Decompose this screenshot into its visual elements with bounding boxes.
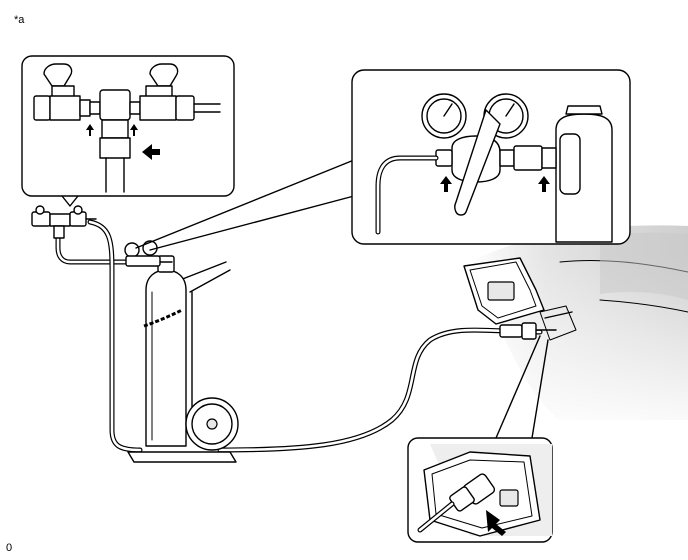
arrow-mark (486, 510, 506, 536)
corner-code: 0 (6, 542, 13, 554)
arrow-mark (440, 176, 452, 192)
callout-tee-fitting (21, 55, 235, 197)
callout-regulator (351, 69, 631, 245)
hose-tee-down (87, 219, 143, 453)
arrow-mark (538, 176, 550, 192)
arrow-mark (142, 144, 160, 160)
hose-regulator-to-tee (55, 229, 129, 265)
vehicle-fuel-lid (463, 257, 577, 341)
arrow-mark (86, 124, 94, 136)
arrow-mark (130, 124, 138, 136)
tee-fitting-assembly (31, 205, 97, 239)
illustration-tag: *a (14, 14, 25, 26)
callout-vehicle-port (407, 437, 553, 543)
hose-to-vehicle (217, 322, 557, 453)
gas-cylinder-trolley (124, 240, 239, 463)
callout-leaders (61, 159, 549, 439)
